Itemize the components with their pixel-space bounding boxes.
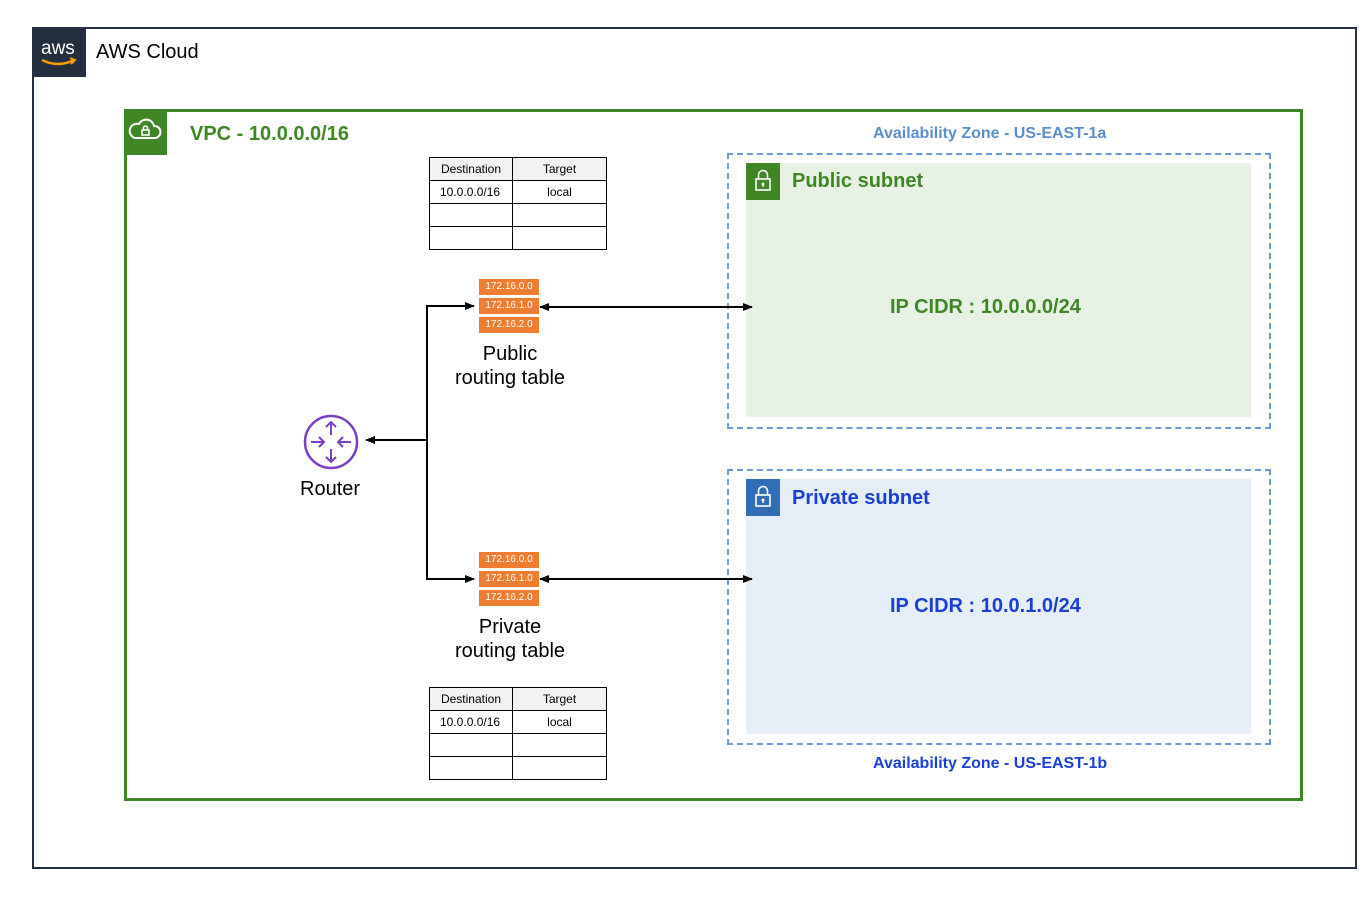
route-target-cell: local xyxy=(512,180,607,204)
route-target-cell xyxy=(512,203,607,227)
availability-zone-b xyxy=(727,469,1271,745)
cloud-lock-icon xyxy=(124,109,167,155)
route-table-icon-row: 172.16.0.0 xyxy=(479,552,539,568)
table-row: 10.0.0.0/16 local xyxy=(429,710,607,734)
route-table-header-destination: Destination xyxy=(429,157,513,181)
aws-cloud-title: AWS Cloud xyxy=(96,41,199,63)
table-row xyxy=(429,756,607,780)
table-row xyxy=(429,203,607,227)
route-destination-cell xyxy=(429,756,513,780)
availability-zone-b-label: Availability Zone - US-EAST-1b xyxy=(873,755,1108,772)
aws-cloud-group xyxy=(32,27,1357,869)
private-subnet xyxy=(746,479,1251,734)
padlock-icon xyxy=(746,479,780,516)
route-table-header-target: Target xyxy=(512,157,607,181)
public-subnet-title: Public subnet xyxy=(792,170,924,192)
router-to-private-table-connector xyxy=(426,440,475,583)
route-table-icon-row: 172.16.2.0 xyxy=(479,590,539,606)
public-route-table: Destination Target 10.0.0.0/16 local xyxy=(429,157,607,250)
router-label: Router xyxy=(300,478,361,500)
route-destination-cell: 10.0.0.0/16 xyxy=(429,180,513,204)
availability-zone-a-label: Availability Zone - US-EAST-1a xyxy=(873,125,1107,142)
aws-logo-text: aws xyxy=(41,38,75,59)
route-table-header-destination: Destination xyxy=(429,687,513,711)
private-routing-table-label: Private routing table xyxy=(430,615,590,663)
table-row xyxy=(429,226,607,250)
padlock-icon xyxy=(746,163,780,200)
route-table-icon-row: 172.16.2.0 xyxy=(479,317,539,333)
route-table-icon: 172.16.0.0 172.16.1.0 172.16.2.0 xyxy=(479,552,539,609)
availability-zone-a xyxy=(727,153,1271,429)
public-routing-table-label-line1: Public xyxy=(482,343,538,365)
vpc-group xyxy=(124,109,1303,801)
route-target-cell xyxy=(512,756,607,780)
route-table-icon-row: 172.16.0.0 xyxy=(479,279,539,295)
route-target-cell xyxy=(512,226,607,250)
public-subnet xyxy=(746,163,1251,417)
private-routing-table-label-line2: routing table xyxy=(454,640,566,662)
public-routing-table-label: Public routing table xyxy=(430,342,590,390)
private-subnet-cidr: IP CIDR : 10.0.1.0/24 xyxy=(890,595,1081,617)
vpc-title: VPC - 10.0.0.0/16 xyxy=(190,123,349,145)
table-row: 10.0.0.0/16 local xyxy=(429,180,607,204)
route-table-icon-row: 172.16.1.0 xyxy=(479,298,539,314)
route-table-icon: 172.16.0.0 172.16.1.0 172.16.2.0 xyxy=(479,279,539,336)
aws-logo-icon: aws xyxy=(32,27,86,77)
route-destination-cell: 10.0.0.0/16 xyxy=(429,710,513,734)
route-table-icon-row: 172.16.1.0 xyxy=(479,571,539,587)
public-subnet-cidr: IP CIDR : 10.0.0.0/24 xyxy=(890,296,1081,318)
public-routing-table-label-line2: routing table xyxy=(454,367,566,389)
router-to-public-table-connector xyxy=(426,302,475,440)
router-icon xyxy=(302,413,360,476)
table-row xyxy=(429,733,607,757)
private-routing-table-label-line1: Private xyxy=(478,616,542,638)
private-route-table: Destination Target 10.0.0.0/16 local xyxy=(429,687,607,780)
route-target-cell: local xyxy=(512,710,607,734)
route-destination-cell xyxy=(429,226,513,250)
private-subnet-title: Private subnet xyxy=(792,487,930,509)
